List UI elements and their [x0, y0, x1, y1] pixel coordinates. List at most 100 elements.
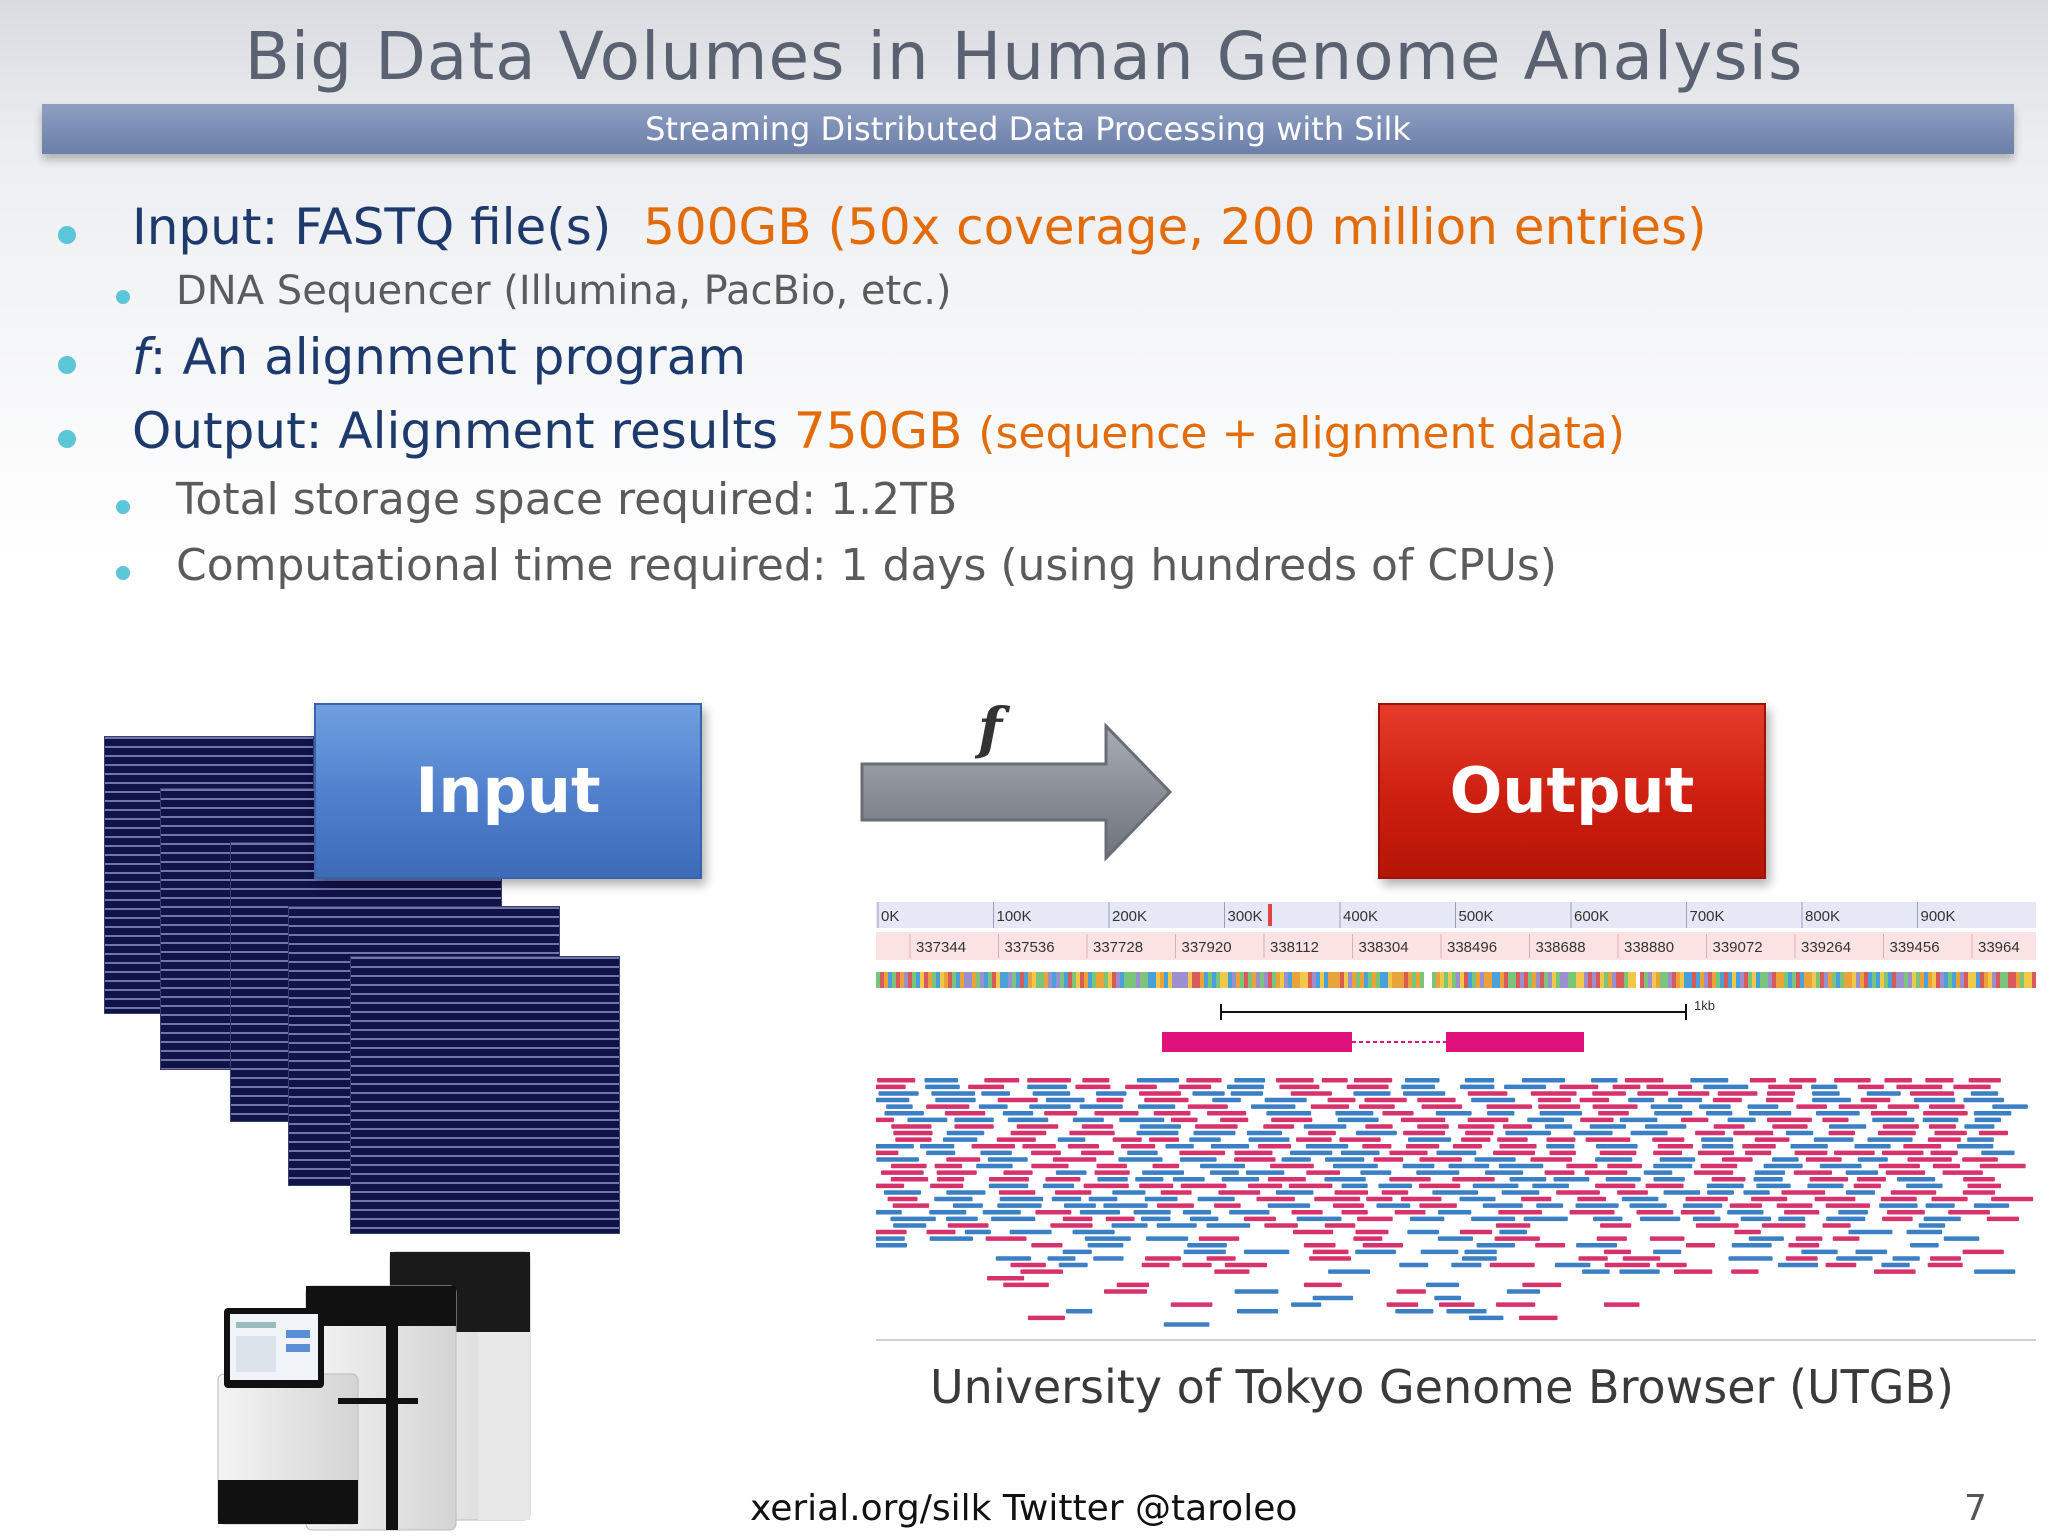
aligned-read: [1406, 1144, 1440, 1149]
aligned-read: [890, 1163, 927, 1169]
aligned-read: [1628, 1097, 1655, 1103]
aligned-read: [1468, 1315, 1504, 1321]
aligned-read: [1250, 1104, 1296, 1109]
aligned-read: [985, 1236, 1027, 1241]
aligned-read: [946, 1157, 981, 1162]
aligned-read: [1713, 1124, 1745, 1129]
aligned-read: [1027, 1084, 1068, 1090]
aligned-read: [929, 1236, 973, 1241]
aligned-read: [1881, 1150, 1924, 1156]
aligned-read: [1653, 1249, 1682, 1255]
aligned-read: [1653, 1177, 1685, 1182]
aligned-read: [1031, 1243, 1063, 1248]
aligned-read: [1052, 1157, 1097, 1162]
aligned-read: [1578, 1256, 1608, 1261]
aligned-read: [1093, 1256, 1124, 1261]
aligned-read: [1592, 1104, 1638, 1109]
aligned-read: [997, 1097, 1038, 1103]
aligned-read: [1112, 1190, 1146, 1195]
aligned-read: [1731, 1243, 1772, 1248]
aligned-read: [1105, 1216, 1135, 1222]
arrow-icon: [860, 722, 1173, 862]
aligned-read: [1974, 1269, 2016, 1274]
aligned-read: [1482, 1203, 1523, 1208]
aligned-read: [864, 1117, 894, 1123]
aligned-read: [1595, 1144, 1638, 1149]
aligned-read: [1451, 1262, 1482, 1268]
aligned-read: [1885, 1170, 1926, 1175]
aligned-read: [1747, 1104, 1779, 1109]
aligned-read: [1781, 1190, 1826, 1195]
aligned-read: [1152, 1163, 1180, 1169]
aligned-read: [1881, 1262, 1910, 1268]
aligned-read: [1729, 1203, 1762, 1208]
aligned-read: [1103, 1203, 1148, 1208]
aligned-read: [1740, 1216, 1772, 1222]
aligned-read: [1264, 1223, 1298, 1228]
aligned-read: [1434, 1295, 1462, 1301]
aligned-read: [1362, 1144, 1392, 1149]
aligned-read: [1522, 1282, 1562, 1288]
position-label: 337920: [1182, 939, 1232, 956]
aligned-read: [1974, 1117, 2001, 1123]
aligned-read: [1324, 1177, 1366, 1182]
aligned-read: [1819, 1163, 1862, 1169]
aligned-read: [1234, 1150, 1273, 1156]
aligned-read: [1930, 1256, 1961, 1261]
aligned-read: [873, 1229, 907, 1235]
aligned-read: [1867, 1137, 1913, 1142]
aligned-read: [1925, 1203, 1955, 1208]
aligned-read: [1156, 1223, 1197, 1228]
aligned-read: [1195, 1124, 1238, 1129]
aligned-read: [1144, 1097, 1189, 1103]
aligned-read: [946, 1216, 978, 1222]
aligned-read: [1582, 1269, 1610, 1274]
aligned-read: [1358, 1104, 1395, 1109]
position-label: 339264: [1801, 939, 1851, 956]
aligned-read: [1677, 1091, 1710, 1096]
aligned-read: [1700, 1163, 1738, 1169]
aligned-read: [964, 1229, 991, 1235]
aligned-read: [1020, 1269, 1064, 1274]
aligned-read: [1576, 1243, 1618, 1248]
aligned-read: [1489, 1262, 1535, 1268]
aligned-read: [1267, 1177, 1306, 1182]
aligned-read: [1527, 1117, 1564, 1123]
aligned-read: [1649, 1236, 1685, 1241]
bullet-input: Input: FASTQ file(s) 500GB (50x coverage…: [132, 198, 1707, 256]
aligned-read: [1685, 1243, 1716, 1248]
aligned-read: [1236, 1309, 1279, 1314]
ruler-tick-label: 100K: [997, 908, 1032, 925]
aligned-read: [936, 1170, 977, 1175]
aligned-read: [1796, 1104, 1827, 1109]
aligned-read: [1416, 1170, 1460, 1175]
aligned-read: [1125, 1084, 1157, 1090]
aligned-read: [1069, 1130, 1115, 1136]
aligned-read: [1003, 1282, 1049, 1288]
aligned-read: [1943, 1236, 1980, 1241]
aligned-read: [1381, 1190, 1409, 1195]
output-label: Output: Alignment results: [132, 402, 778, 460]
aligned-read: [1882, 1124, 1919, 1129]
aligned-read: [1045, 1177, 1081, 1182]
aligned-read: [1214, 1269, 1250, 1274]
aligned-read: [1448, 1163, 1490, 1169]
aligned-read: [976, 1163, 1013, 1169]
aligned-read: [944, 1111, 986, 1116]
aligned-read: [1459, 1229, 1493, 1235]
aligned-read: [1332, 1163, 1378, 1169]
aligned-read: [1165, 1144, 1194, 1149]
ruler-tick-label: 700K: [1690, 908, 1725, 925]
aligned-read: [1246, 1130, 1282, 1136]
aligned-read: [1290, 1150, 1333, 1156]
aligned-read: [1521, 1196, 1552, 1202]
aligned-read: [1072, 1117, 1104, 1123]
aligned-read: [1408, 1137, 1452, 1142]
aligned-read: [1585, 1137, 1631, 1142]
aligned-read: [1062, 1249, 1092, 1255]
aligned-read: [1812, 1091, 1840, 1096]
aligned-read: [1446, 1309, 1487, 1314]
aligned-read: [1711, 1177, 1746, 1182]
bullet-dot: [116, 290, 130, 304]
aligned-read: [1247, 1183, 1283, 1189]
